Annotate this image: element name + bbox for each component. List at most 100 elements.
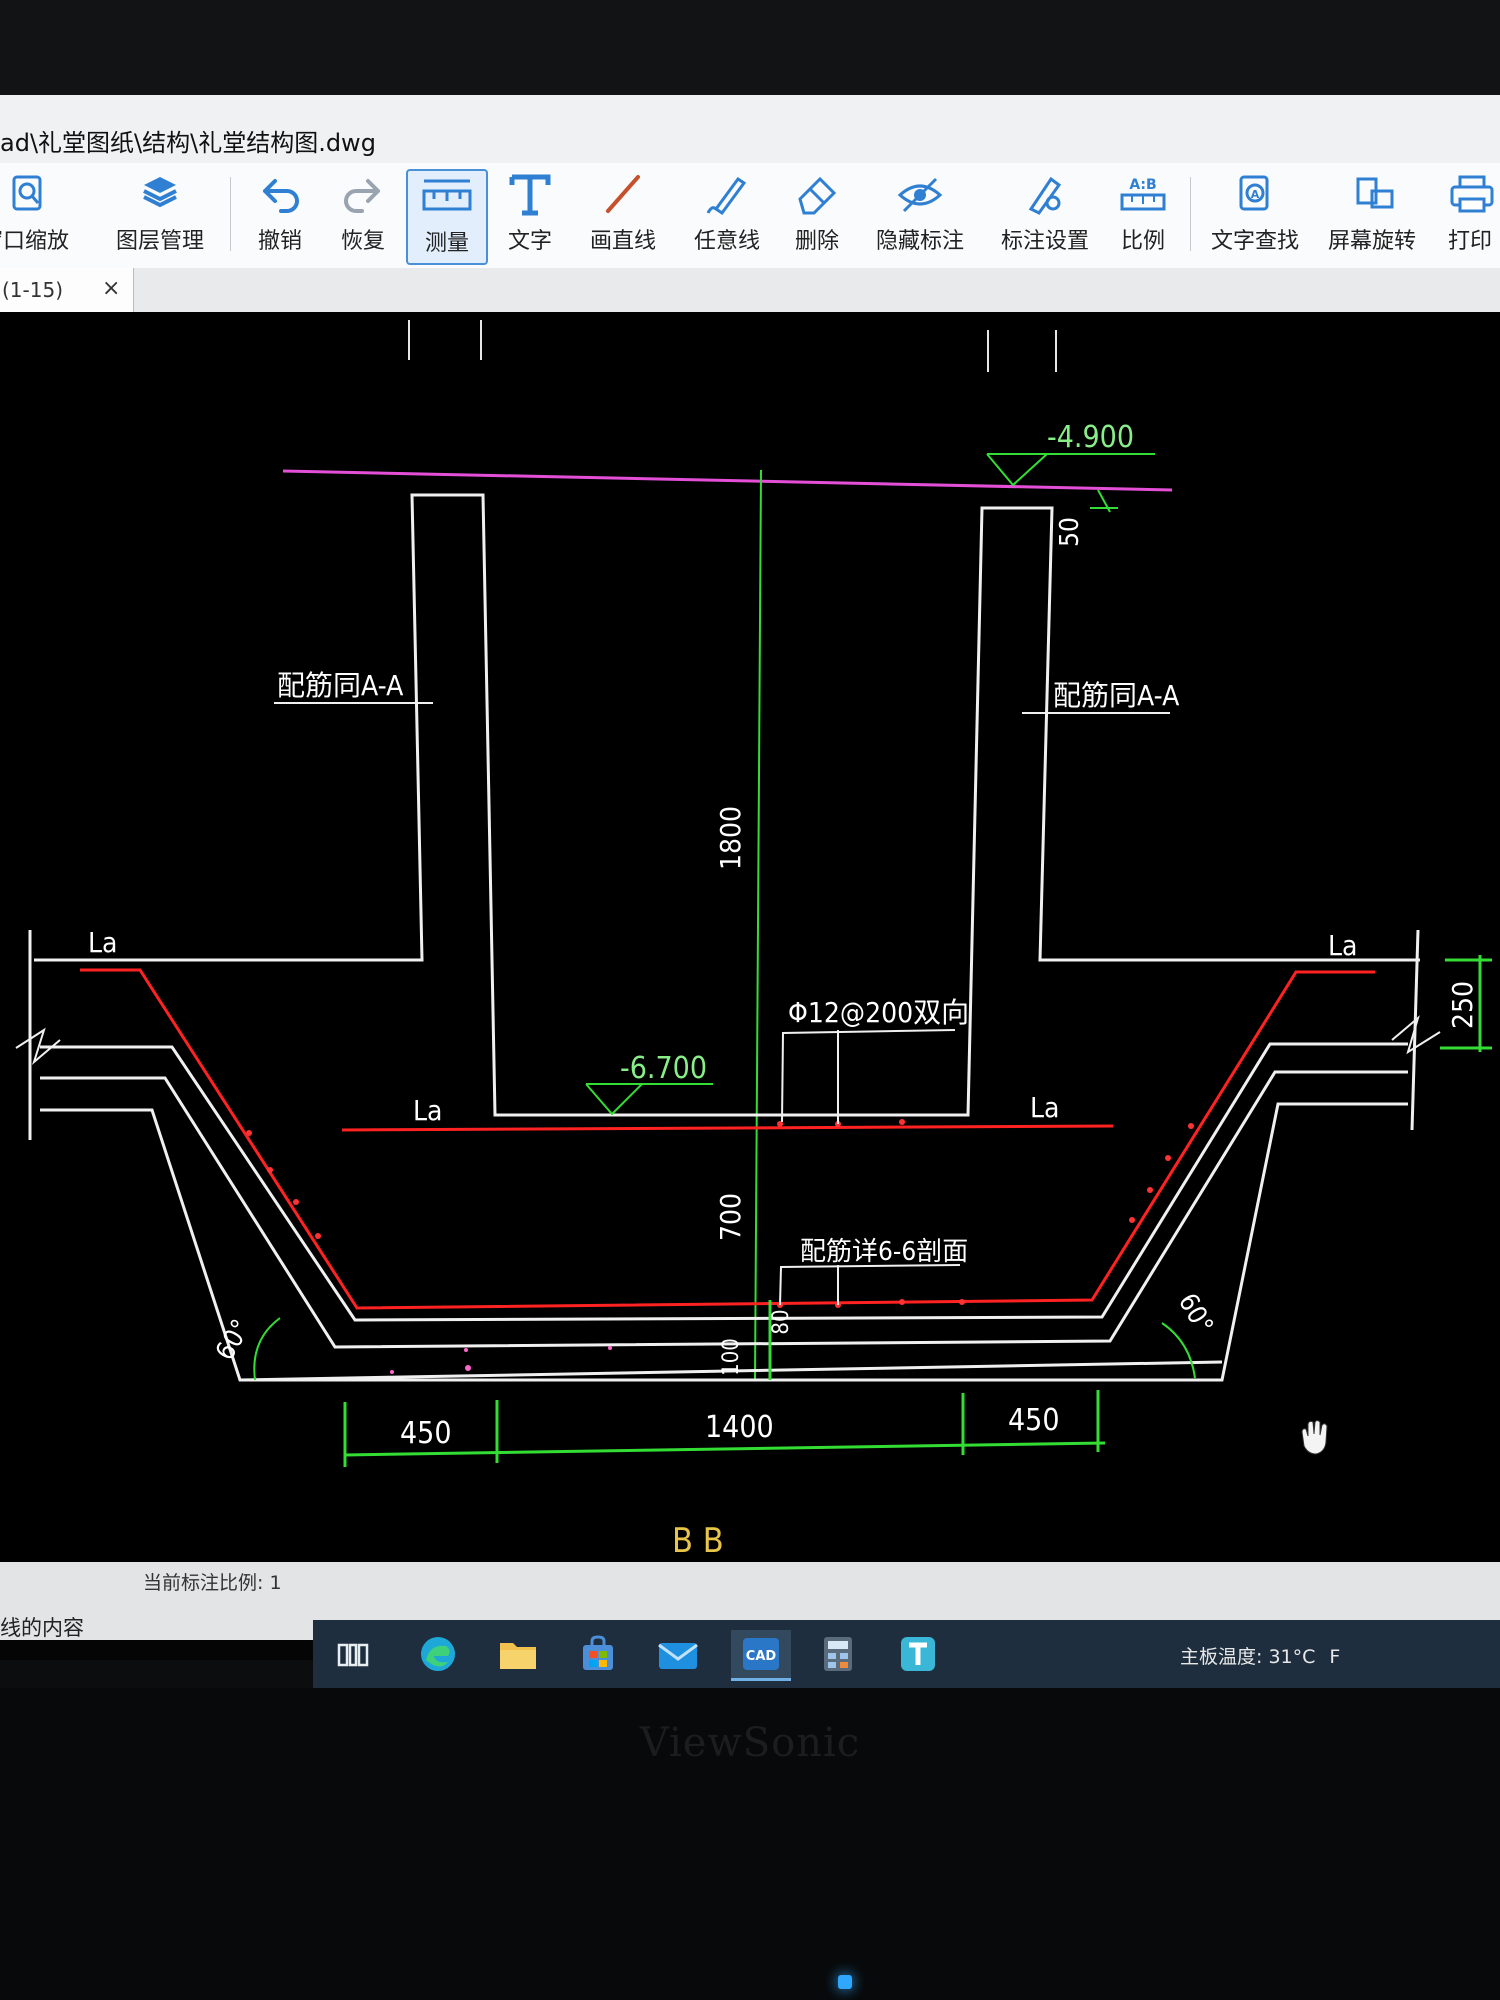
mail-icon[interactable] <box>653 1630 703 1678</box>
rotate-screen-label: 屏幕旋转 <box>1327 229 1416 254</box>
freehand-label: 任意线 <box>693 229 760 254</box>
text-search-icon: A <box>1239 175 1269 211</box>
top-level-line <box>282 469 1173 492</box>
column-stubs <box>408 320 1057 372</box>
dim-left: 450 <box>400 1416 452 1451</box>
angle-arcs <box>253 1317 1196 1381</box>
la-label-top-left: La <box>88 926 117 959</box>
task-view-icon[interactable] <box>328 1630 378 1678</box>
layer-manager-button[interactable]: 图层管理 <box>110 169 210 261</box>
zoom-window-label: 窗口缩放 <box>0 229 69 254</box>
la-label-mid-left: La <box>413 1094 442 1127</box>
measure-button[interactable]: 测量 <box>406 169 488 265</box>
monitor-bezel-bottom <box>0 1688 1500 2000</box>
break-symbols <box>15 1015 1441 1065</box>
drawing-svg: 配筋同A-A 配筋同A-A La La La La Φ12@200双向 配筋详6… <box>15 320 1492 1561</box>
scale-icon: A:B <box>1120 177 1166 211</box>
title-bar: ad\礼堂图纸\结构\礼堂结构图.dwg <box>0 95 1500 164</box>
scale-button[interactable]: A:B 比例 <box>1108 169 1178 261</box>
rotate-screen-button[interactable]: 屏幕旋转 <box>1322 169 1422 261</box>
la-label-top-right: La <box>1328 929 1357 962</box>
section-note: 配筋详6-6剖面 <box>800 1237 968 1267</box>
delete-button[interactable]: 删除 <box>782 169 852 261</box>
section-title: B B <box>672 1521 724 1561</box>
text-app-icon[interactable] <box>893 1630 943 1678</box>
print-label: 打印 <box>1447 229 1492 254</box>
toolbar-separator <box>1190 177 1191 251</box>
monitor-brand-logo: ViewSonic <box>639 1720 861 1766</box>
annotation-scale-status: 当前标注比例: 1 <box>143 1572 282 1594</box>
text-button[interactable]: 文字 <box>495 169 565 261</box>
elevation-bottom: -6.700 <box>620 1051 707 1086</box>
dim-700: 700 <box>714 1193 747 1241</box>
aggregate-marks <box>390 1346 612 1374</box>
text-icon <box>509 174 551 216</box>
close-icon[interactable]: × <box>102 276 121 301</box>
dim-250: 250 <box>1446 981 1479 1029</box>
drawing-labels: 配筋同A-A 配筋同A-A La La La La Φ12@200双向 配筋详6… <box>88 517 1479 1451</box>
toolbar: 窗口缩放 图层管理 撤销 恢复 测量 文 <box>0 163 1500 269</box>
layer-manager-label: 图层管理 <box>115 229 204 254</box>
angle-right: 60° <box>1172 1289 1219 1340</box>
draw-line-button[interactable]: 画直线 <box>580 169 666 261</box>
freehand-icon <box>706 176 747 216</box>
temperature-value: 主板温度: 31°C <box>1180 1646 1316 1668</box>
hand-cursor-icon <box>1301 1420 1328 1455</box>
cad-app-icon[interactable]: CAD <box>731 1630 791 1681</box>
text-search-button[interactable]: A 文字查找 <box>1205 169 1305 261</box>
la-label-mid-right: La <box>1030 1091 1059 1124</box>
freehand-button[interactable]: 任意线 <box>686 169 768 261</box>
dimension-lines <box>343 955 1492 1467</box>
store-icon[interactable] <box>573 1630 623 1678</box>
monitor-bezel-top <box>0 0 1500 95</box>
annotation-settings-icon <box>1028 176 1062 215</box>
svg-text:A:B: A:B <box>1129 177 1156 193</box>
text-search-label: 文字查找 <box>1210 229 1299 254</box>
annotation-settings-button[interactable]: 标注设置 <box>995 169 1095 261</box>
undo-button[interactable]: 撤销 <box>245 169 315 261</box>
print-button[interactable]: 打印 <box>1440 169 1500 261</box>
elevation-labels: -4.900 -6.700 <box>620 420 1134 1086</box>
drawing-canvas[interactable]: 配筋同A-A 配筋同A-A La La La La Φ12@200双向 配筋详6… <box>0 312 1500 1562</box>
text-label: 文字 <box>507 229 552 254</box>
dim-100: 100 <box>719 1338 744 1376</box>
rotate-screen-icon <box>1356 177 1394 209</box>
rebar-lines <box>80 968 1375 1310</box>
scale-label: 比例 <box>1120 229 1165 254</box>
center-axis-line <box>754 469 762 1381</box>
rebar-note: Φ12@200双向 <box>788 996 969 1029</box>
file-explorer-icon[interactable] <box>493 1630 543 1678</box>
redo-icon <box>344 179 380 213</box>
toolbar-separator <box>230 177 231 251</box>
tab-drawing[interactable]: (1-15) × <box>0 268 134 312</box>
undo-label: 撤销 <box>257 229 302 254</box>
hide-annotation-button[interactable]: 隐藏标注 <box>870 169 970 261</box>
rebar-dots <box>246 1119 1194 1308</box>
elevation-top: -4.900 <box>1047 420 1134 455</box>
dim-middle: 1400 <box>705 1410 774 1445</box>
angle-left: 60° <box>210 1315 257 1366</box>
dim-50: 50 <box>1055 517 1085 547</box>
svg-text:CAD: CAD <box>746 1649 777 1664</box>
edge-browser-icon[interactable] <box>413 1630 463 1678</box>
hide-annotation-label: 隐藏标注 <box>875 229 964 254</box>
elevation-markers <box>585 453 1155 1116</box>
calculator-icon[interactable] <box>813 1630 863 1678</box>
redo-button[interactable]: 恢复 <box>328 169 398 261</box>
draw-line-label: 画直线 <box>589 229 656 254</box>
line-icon <box>606 175 640 213</box>
zoom-window-icon <box>12 175 42 211</box>
tab-bar: (1-15) × <box>0 268 1500 312</box>
annotation-settings-label: 标注设置 <box>1000 229 1089 254</box>
tab-label: (1-15) <box>2 278 63 302</box>
print-icon <box>1450 175 1494 213</box>
layers-icon <box>143 177 177 208</box>
power-led <box>838 1975 852 1989</box>
delete-label: 删除 <box>794 229 839 254</box>
redo-label: 恢复 <box>340 229 385 254</box>
zoom-window-button[interactable]: 窗口缩放 <box>0 169 80 261</box>
dim-right: 450 <box>1008 1403 1060 1438</box>
note-right: 配筋同A-A <box>1053 679 1180 712</box>
